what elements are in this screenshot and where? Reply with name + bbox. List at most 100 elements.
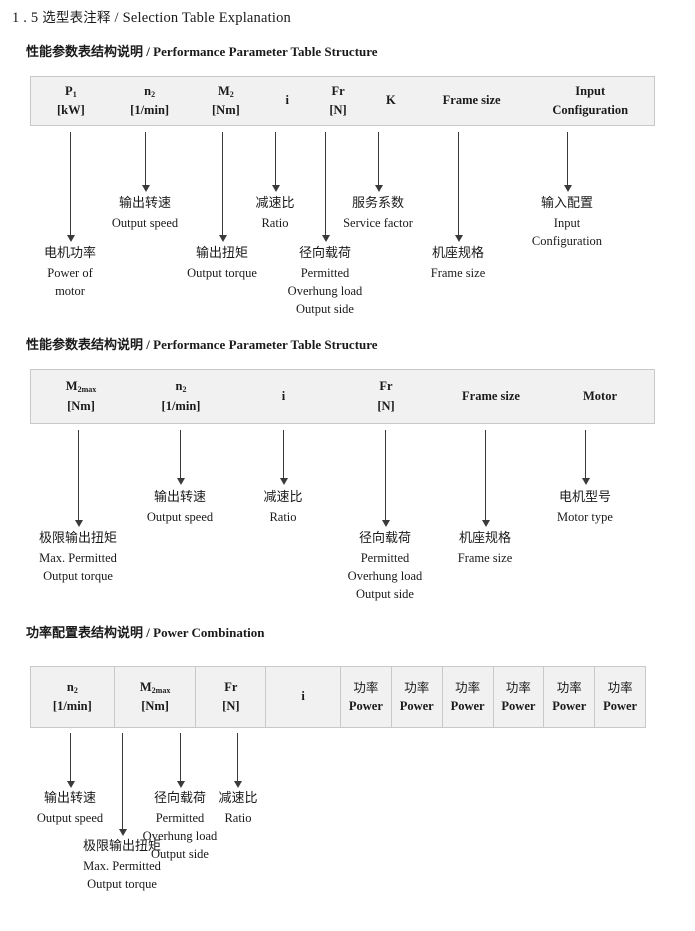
cell-symbol: 功率 <box>505 679 531 695</box>
page-title-en: Selection Table Explanation <box>122 10 291 26</box>
section-heading-performance-2: 性能参数表结构说明 / Performance Parameter Table … <box>26 334 378 353</box>
note-en: Ratio <box>269 509 297 524</box>
note-cn: 输出转速 <box>153 490 206 505</box>
annotation-note: 输入配置 Input Configuration <box>514 195 620 250</box>
cell-unit: [N] <box>329 103 347 117</box>
annotation-note: 机座规格 Frame size <box>432 530 538 567</box>
annotation-note: 径向载荷 Permitted Overhung load Output side <box>331 530 439 603</box>
note-en: Frame size <box>430 265 486 280</box>
table-header-cell: n2 [1/min] <box>131 370 231 423</box>
annotation-note: 减速比 Ratio <box>240 489 326 526</box>
note-en: Overhung load <box>287 283 363 298</box>
table-header-cell: i <box>231 370 336 423</box>
note-cn: 径向载荷 <box>298 246 351 261</box>
note-en: Output speed <box>36 810 104 825</box>
cell-symbol: 功率 <box>607 679 633 695</box>
note-en: Configuration <box>531 233 603 248</box>
table-header-cell: K <box>365 77 417 125</box>
table-header-cell: 功率 Power <box>441 667 493 727</box>
page-title: 1 . 5 选型表注释 / Selection Table Explanatio… <box>12 6 291 27</box>
note-en: Frame size <box>457 550 513 565</box>
note-en: Output torque <box>43 568 113 583</box>
table-header-cell: Fr [N] <box>336 370 436 423</box>
cell-unit: [N] <box>377 398 395 413</box>
section-heading-en: Power Combination <box>153 625 265 640</box>
table-header-cell: Motor <box>546 370 654 423</box>
cell-symbol: n2 <box>66 679 78 695</box>
annotation-note: 输出扭矩 Output torque <box>172 245 272 282</box>
cell-symbol: Input <box>575 83 606 98</box>
table-header-cell: i <box>263 77 311 125</box>
table-header-cell: Fr [N] <box>195 667 265 727</box>
table-header-cell: P1 [kW] <box>31 77 111 125</box>
note-cn: 极限输出扭矩 <box>82 839 161 854</box>
cell-unit: Configuration <box>552 103 629 117</box>
cell-unit: [Nm] <box>212 103 240 117</box>
table-header-cell: Input Configuration <box>526 77 654 125</box>
section-heading-performance-1: 性能参数表结构说明 / Performance Parameter Table … <box>26 41 378 60</box>
table-header-cell: M2max [Nm] <box>31 370 131 423</box>
performance-table-1: P1 [kW] n2 [1/min] M2 [Nm] i Fr [N] K Fr… <box>30 76 655 126</box>
annotation-note: 径向载荷 Permitted Overhung load Output side <box>126 790 234 863</box>
section-heading-en: Performance Parameter Table Structure <box>153 337 378 352</box>
cell-symbol: Fr <box>224 679 238 694</box>
cell-symbol: M2max <box>65 379 97 395</box>
note-en: Permitted <box>360 550 410 565</box>
cell-unit: Power <box>399 699 434 713</box>
section-heading-power-combination: 功率配置表结构说明 / Power Combination <box>26 622 265 641</box>
cell-unit: Power <box>603 699 638 713</box>
note-cn: 减速比 <box>218 791 258 806</box>
section-heading-separator: / <box>146 44 150 59</box>
cell-unit: [1/min] <box>130 103 170 117</box>
cell-symbol: i <box>281 388 286 403</box>
note-cn: 输出转速 <box>118 196 171 211</box>
cell-symbol: Frame size <box>442 93 501 108</box>
cell-symbol: M2 <box>217 83 234 99</box>
annotation-note: 电机功率 Power of motor <box>20 245 120 300</box>
table-header-cell: 功率 Power <box>492 667 544 727</box>
table-header-cell: 功率 Power <box>543 667 594 727</box>
cell-unit: [1/min] <box>161 398 201 413</box>
note-en: Ratio <box>224 810 252 825</box>
note-en: Output side <box>296 302 354 317</box>
cell-symbol: 功率 <box>556 679 582 695</box>
table-header-cell: 功率 Power <box>339 667 391 727</box>
note-en: Output side <box>356 587 414 602</box>
cell-symbol: Fr <box>379 379 393 394</box>
page-title-separator: / <box>114 10 119 26</box>
cell-unit: [kW] <box>56 103 85 117</box>
section-heading-cn: 性能参数表结构说明 <box>26 45 144 60</box>
note-cn: 服务系数 <box>351 196 404 211</box>
section-heading-cn: 功率配置表结构说明 <box>26 626 144 641</box>
section-heading-cn: 性能参数表结构说明 <box>26 338 144 353</box>
note-en: Max. Permitted <box>39 550 117 565</box>
table-header-cell: Frame size <box>436 370 546 423</box>
page-title-number: 1 . 5 <box>12 10 39 26</box>
note-cn: 电机功率 <box>43 246 96 261</box>
note-en: Motor type <box>557 509 613 524</box>
note-cn: 径向载荷 <box>153 791 206 806</box>
note-en: Service factor <box>343 215 413 230</box>
note-en: Permitted <box>300 265 350 280</box>
cell-symbol: i <box>285 93 289 108</box>
annotation-note: 输出转速 Output speed <box>130 489 230 526</box>
table-header-cell: 功率 Power <box>594 667 645 727</box>
note-cn: 输出转速 <box>43 791 96 806</box>
cell-unit: [Nm] <box>141 699 169 713</box>
annotation-note: 极限输出扭矩 Max. Permitted Output torque <box>62 838 182 893</box>
cell-symbol: i <box>301 689 305 704</box>
cell-symbol: n2 <box>175 379 187 395</box>
cell-symbol: K <box>386 93 396 108</box>
section-heading-en: Performance Parameter Table Structure <box>153 44 378 59</box>
cell-unit: Power <box>501 699 536 713</box>
cell-unit: Power <box>552 699 587 713</box>
section-heading-separator: / <box>146 337 150 352</box>
power-combination-table: n2 [1/min] M2max [Nm] Fr [N] i 功率 Power … <box>30 666 646 728</box>
table-header-cell: M2max [Nm] <box>113 667 196 727</box>
table-header-cell: Frame size <box>417 77 527 125</box>
annotation-note: 径向载荷 Permitted Overhung load Output side <box>271 245 379 318</box>
note-en: Output torque <box>187 265 257 280</box>
note-en: Output speed <box>111 215 179 230</box>
annotation-note: 极限输出扭矩 Max. Permitted Output torque <box>18 530 138 585</box>
